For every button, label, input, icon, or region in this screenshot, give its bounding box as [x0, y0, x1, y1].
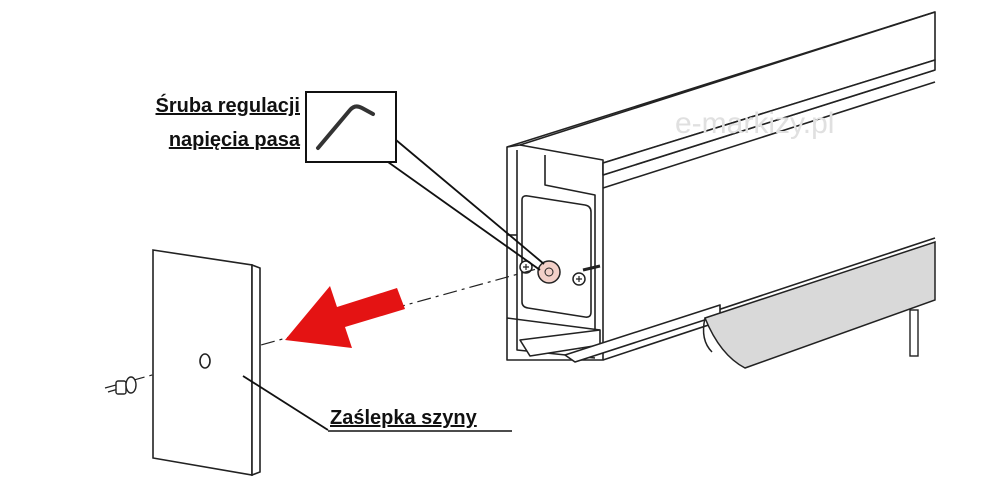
- hex-key-icon: [316, 104, 375, 150]
- watermark: e-markizy.pl: [675, 107, 834, 140]
- adjust-screw-label-line2: napięcia pasa: [169, 129, 301, 151]
- screw-icon: [572, 272, 586, 286]
- hex-key-callout: [305, 91, 545, 271]
- direction-arrow: [285, 286, 405, 348]
- end-cap-leader: [242, 375, 329, 431]
- tension-plate: [519, 195, 601, 318]
- tension-adjust-screw-icon: [537, 260, 561, 284]
- end-cap-part: [152, 249, 261, 477]
- cap-screw-icon: [107, 376, 137, 395]
- awning-fabric: [702, 240, 936, 369]
- adjust-screw-label-line1: Śruba regulacji: [156, 93, 301, 117]
- rail-profile: [506, 11, 936, 363]
- end-cap-label: Zaślepka szyny: [330, 407, 478, 429]
